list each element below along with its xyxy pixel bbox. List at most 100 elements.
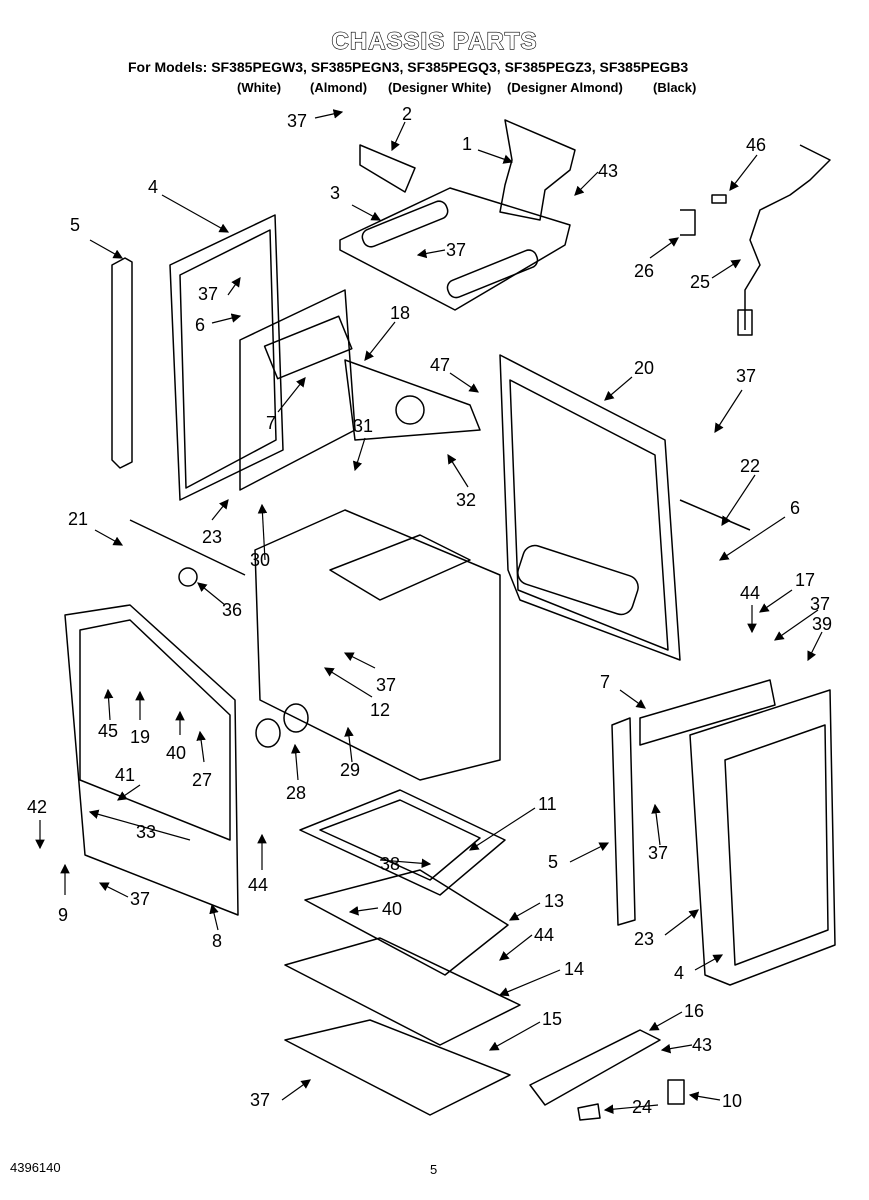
part-25-cord-plug	[737, 309, 753, 336]
part-4-left-side-panel	[169, 214, 284, 501]
part-11-broiler-pan	[299, 789, 506, 896]
callout-21: 21	[68, 509, 88, 529]
callout-45: 45	[98, 721, 118, 741]
callout-42: 42	[27, 797, 47, 817]
callout-47: 47	[430, 355, 450, 375]
callout-12: 12	[370, 700, 390, 720]
callout-18: 18	[390, 303, 410, 323]
part-26-clamp	[680, 209, 696, 236]
callout-31: 31	[353, 416, 373, 436]
callout-3: 3	[330, 183, 340, 203]
callout-16: 16	[684, 1001, 704, 1021]
page-number: 5	[430, 1162, 438, 1177]
callout-43: 43	[692, 1035, 712, 1055]
callout-40: 40	[382, 899, 402, 919]
callout-28: 28	[286, 783, 306, 803]
callout-5: 5	[548, 852, 558, 872]
callout-7: 7	[600, 672, 610, 692]
callout-32: 32	[456, 490, 476, 510]
part-14-drawer-liner	[284, 937, 521, 1046]
part-2-bracket	[359, 144, 416, 193]
callout-20: 20	[634, 358, 654, 378]
part-1-vent-duct	[499, 119, 576, 221]
color-almond: (Almond)	[310, 80, 368, 95]
part-32-valve	[395, 395, 425, 425]
callout-44: 44	[534, 925, 554, 945]
callout-10: 10	[722, 1091, 742, 1111]
callout-1: 1	[462, 134, 472, 154]
callout-24: 24	[632, 1097, 652, 1117]
callout-15: 15	[542, 1009, 562, 1029]
color-designer-white: (Designer White)	[388, 80, 492, 95]
part-36-knob	[178, 567, 198, 587]
part-13-tray	[304, 869, 509, 976]
callout-38: 38	[380, 854, 400, 874]
callout-4: 4	[674, 963, 684, 983]
callout-23: 23	[634, 929, 654, 949]
callout-43: 43	[598, 161, 618, 181]
part-4-right-side-panel	[689, 689, 836, 986]
callout-9: 9	[58, 905, 68, 925]
callout-37: 37	[198, 284, 218, 304]
callout-39: 39	[812, 614, 832, 634]
callout-6: 6	[195, 315, 205, 335]
callout-6: 6	[790, 498, 800, 518]
callout-27: 27	[192, 770, 212, 790]
callout-36: 36	[222, 600, 242, 620]
callout-37: 37	[250, 1090, 270, 1110]
color-designer-almond: (Designer Almond)	[507, 80, 623, 95]
part-25-power-cord	[744, 144, 831, 330]
callout-17: 17	[795, 570, 815, 590]
callout-23: 23	[202, 527, 222, 547]
part-21-cover	[129, 519, 246, 576]
part-7-insulation	[239, 289, 356, 491]
callout-46: 46	[746, 135, 766, 155]
models-line: For Models: SF385PEGW3, SF385PEGN3, SF38…	[128, 59, 689, 75]
callout-11: 11	[538, 794, 557, 814]
callout-19: 19	[130, 727, 150, 747]
callout-25: 25	[690, 272, 710, 292]
color-black: (Black)	[653, 80, 697, 95]
callout-8: 8	[212, 931, 222, 951]
callout-37: 37	[287, 111, 307, 131]
part-15-drawer-bottom	[284, 1019, 511, 1116]
callout-41: 41	[115, 765, 135, 785]
part-28-knob	[255, 718, 281, 748]
callout-labels: 37 2 1 43 46 4 3 37 26 25 5 37 6 7 18 47…	[27, 104, 832, 1117]
callout-22: 22	[740, 456, 760, 476]
callout-37: 37	[376, 675, 396, 695]
doc-number: 4396140	[10, 1160, 61, 1175]
callout-30: 30	[250, 550, 270, 570]
callout-37: 37	[810, 594, 830, 614]
color-white: (White)	[237, 80, 282, 95]
part-24-clip	[577, 1103, 601, 1121]
callout-7: 7	[266, 413, 276, 433]
oven-cavity	[254, 509, 501, 781]
page-title: CHASSIS PARTS	[331, 27, 538, 55]
callout-14: 14	[564, 959, 584, 979]
part-5-left-rail	[111, 257, 133, 469]
callout-37: 37	[736, 366, 756, 386]
callout-5: 5	[70, 215, 80, 235]
callout-44: 44	[248, 875, 268, 895]
part-22-rod	[679, 499, 751, 531]
part-5-right-rail	[611, 717, 636, 926]
part-10-leveler	[667, 1079, 685, 1105]
callout-4: 4	[148, 177, 158, 197]
part-20-back-panel	[499, 354, 681, 661]
callout-37: 37	[130, 889, 150, 909]
part-46-strain-relief	[711, 194, 727, 204]
callout-26: 26	[634, 261, 654, 281]
callout-29: 29	[340, 760, 360, 780]
part-7-right-insulation	[639, 679, 776, 746]
callout-44: 44	[740, 583, 760, 603]
part-18-burner-panel	[344, 359, 481, 441]
part-8-front-frame	[64, 604, 239, 916]
callout-40: 40	[166, 743, 186, 763]
callout-37: 37	[446, 240, 466, 260]
callout-37: 37	[648, 843, 668, 863]
part-16-drawer-rail	[529, 1029, 661, 1106]
part-3-burner-box-panel	[339, 187, 571, 311]
callout-13: 13	[544, 891, 564, 911]
